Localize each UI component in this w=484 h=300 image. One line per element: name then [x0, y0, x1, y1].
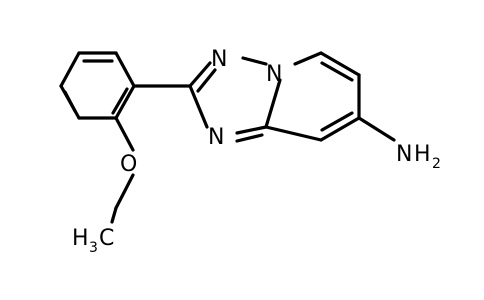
bond-c8-c8a [264, 125, 323, 142]
benzene-ring [59, 51, 136, 120]
atom-oxygen: O [120, 152, 137, 177]
bond-methyl-stub [110, 206, 118, 224]
methoxy-group [114, 116, 135, 210]
atom-n-top: N [211, 47, 227, 72]
bond-c5-c6-inner [320, 61, 354, 82]
triazole-ring [188, 56, 282, 143]
bond-c8a-n-bottom [235, 125, 268, 135]
bond-n-bottom-c2 [188, 84, 209, 129]
atom-n-bottom: N [208, 125, 224, 150]
bond-c2-n-top-double [196, 68, 217, 93]
bond-benzene-3 [114, 84, 136, 120]
atom-amine-n: N [396, 142, 412, 167]
atom-methyl-h: H [72, 226, 89, 251]
bond-ring-oxygen [114, 116, 135, 152]
bond-c7-c8-inner [320, 111, 354, 132]
bond-benzene-inner-lower-left [63, 90, 77, 113]
bond-benzene-2 [114, 51, 136, 88]
bond-c5-c6 [319, 51, 361, 77]
pyridine-ring [264, 51, 361, 142]
bond-c8a-n-bottom-double [235, 133, 264, 143]
atom-n-bridge: N [266, 62, 282, 87]
bond-c7-c8 [319, 116, 361, 142]
atom-amine-h: H [414, 142, 431, 167]
atom-methyl-c: C [99, 226, 114, 251]
atom-methyl-subscript: 3 [89, 240, 98, 256]
bond-n-bridge-c5 [293, 51, 323, 66]
atom-amine-subscript: 2 [432, 156, 441, 172]
bond-c7-amine [357, 116, 396, 142]
bond-oxygen-methyl [114, 173, 135, 210]
bond-c2-n-top [188, 61, 212, 88]
bond-benzene-6 [59, 51, 81, 88]
bond-n-top-n-bridge [241, 56, 268, 66]
bond-n-bridge-c8a [264, 78, 282, 129]
bond-benzene-inner-lower-right [111, 87, 129, 115]
